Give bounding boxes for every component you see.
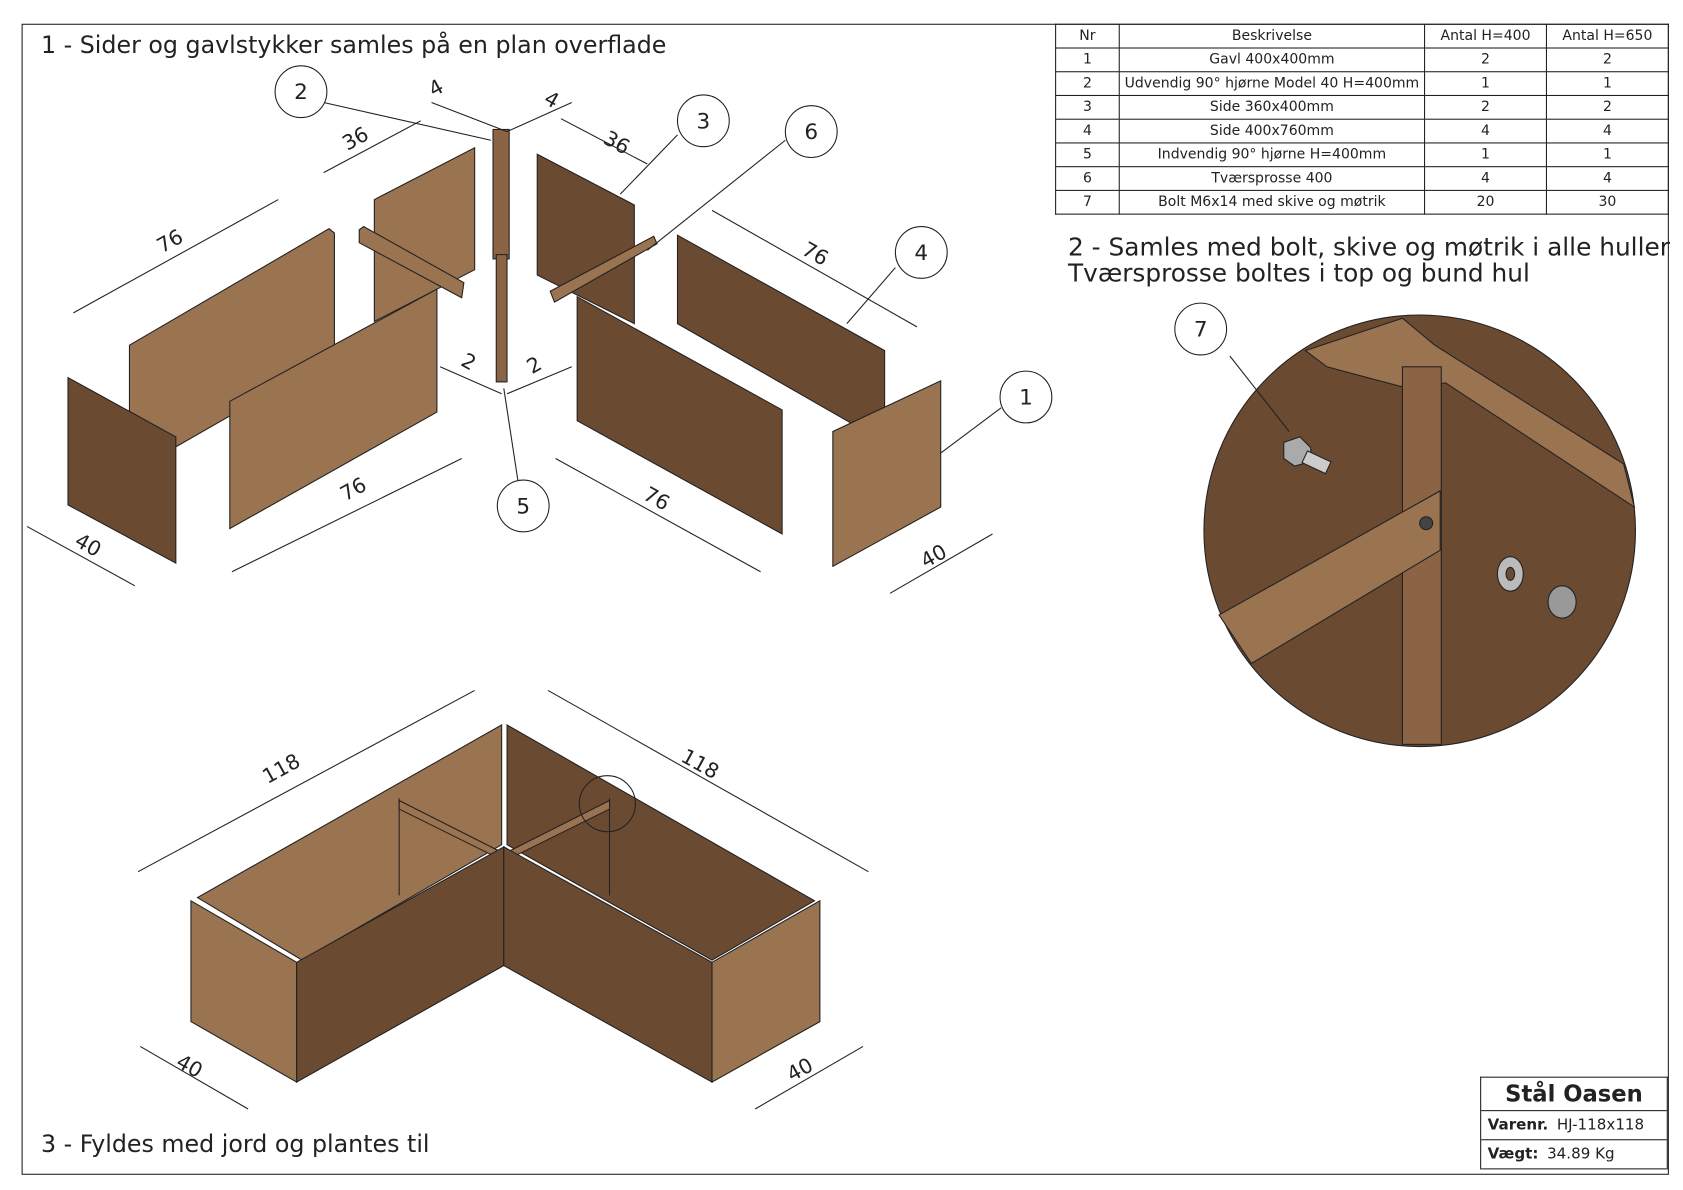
- gable-right: [832, 379, 942, 568]
- front-long-panel-right: [576, 295, 783, 535]
- cell: 1: [1424, 142, 1547, 168]
- company-name: Stål Oasen: [1481, 1078, 1667, 1112]
- cell: Udvendig 90° hjørne Model 40 H=400mm: [1118, 71, 1426, 97]
- balloon-5: 5: [516, 495, 530, 520]
- vaegt-value: 34.89 Kg: [1547, 1145, 1615, 1163]
- cell: 2: [1545, 94, 1669, 120]
- varenr-label: Varenr.: [1487, 1116, 1549, 1134]
- cell: 1: [1545, 142, 1669, 168]
- dim-4: 4: [424, 74, 447, 101]
- gable-left: [67, 376, 177, 565]
- inner-back-left: [196, 724, 503, 961]
- cell: Tværsprosse 400: [1118, 166, 1426, 191]
- step-2-heading: 2 - Samles med bolt, skive og møtrik i a…: [1068, 234, 1670, 263]
- dim-76: 76: [336, 472, 370, 506]
- bill-of-materials-table: Nr Beskrivelse Antal H=400 Antal H=650 1…: [1055, 23, 1669, 215]
- balloon-4: 4: [914, 241, 928, 266]
- dim-40: 40: [71, 528, 105, 562]
- cell: 2: [1545, 47, 1669, 73]
- balloon-7: 7: [1194, 318, 1208, 343]
- inner-corner-post: [495, 254, 508, 383]
- step-1-heading: 1 - Sider og gavlstykker samles på en pl…: [40, 32, 667, 60]
- dim-76: 76: [639, 482, 673, 516]
- header-nr: Nr: [1055, 23, 1120, 49]
- crossbar-left: [358, 225, 465, 299]
- cell: 4: [1424, 166, 1547, 191]
- title-block: Stål Oasen Varenr. HJ-118x118 Vægt: 34.89 …: [1480, 1076, 1668, 1170]
- cell: 2: [1424, 94, 1547, 120]
- dim-40: 40: [172, 1049, 206, 1083]
- drawing-frame: [21, 23, 1669, 1175]
- balloon-3: 3: [697, 109, 711, 134]
- cell: 4: [1424, 118, 1547, 144]
- cell: 1: [1055, 47, 1120, 73]
- cell: 2: [1424, 47, 1547, 73]
- header-antal-650: Antal H=650: [1545, 23, 1669, 49]
- vaegt-label: Vægt:: [1487, 1145, 1539, 1163]
- dim-118: 118: [677, 744, 723, 784]
- header-antal-400: Antal H=400: [1424, 23, 1547, 49]
- balloon-6: 6: [804, 120, 818, 145]
- detail-view: [1203, 314, 1637, 748]
- table-header-row: Nr Beskrivelse Antal H=400 Antal H=650: [1055, 23, 1669, 49]
- step-3-heading: 3 - Fyldes med jord og plantes til: [40, 1131, 430, 1159]
- end-face-right: [711, 899, 821, 1083]
- cell: Indvendig 90° hjørne H=400mm: [1118, 142, 1426, 168]
- cell: Gavl 400x400mm: [1118, 47, 1426, 73]
- cell: 4: [1545, 166, 1669, 191]
- cell: 30: [1545, 189, 1669, 215]
- vaegt-row: Vægt: 34.89 Kg: [1481, 1140, 1667, 1170]
- cell: 4: [1055, 118, 1120, 144]
- detail-marker: [578, 775, 636, 833]
- dim-40: 40: [783, 1053, 817, 1087]
- cell: 5: [1055, 142, 1120, 168]
- varenr-row: Varenr. HJ-118x118: [1481, 1111, 1667, 1141]
- cell: 3: [1055, 94, 1120, 120]
- cell: 7: [1055, 189, 1120, 215]
- cell: Bolt M6x14 med skive og møtrik: [1118, 189, 1426, 215]
- dim-2: 2: [457, 348, 480, 375]
- step-2-subheading: Tværsprosse boltes i top og bund hul: [1068, 259, 1530, 289]
- dim-2: 2: [523, 351, 546, 378]
- outer-corner-post: [492, 128, 510, 260]
- header-beskrivelse: Beskrivelse: [1118, 23, 1426, 49]
- varenr-value: HJ-118x118: [1556, 1116, 1645, 1134]
- assembled-view: [137, 689, 869, 1110]
- crossbar-right: [549, 235, 658, 303]
- dim-40: 40: [916, 539, 950, 573]
- cell: 1: [1545, 71, 1669, 97]
- cell: 4: [1545, 118, 1669, 144]
- exploded-view: [26, 101, 1002, 594]
- dim-36: 36: [338, 122, 372, 156]
- balloon-2: 2: [294, 80, 308, 105]
- cell: 6: [1055, 166, 1120, 191]
- cell: Side 360x400mm: [1118, 94, 1426, 120]
- dim-76: 76: [798, 237, 832, 271]
- front-long-panel-left: [229, 288, 438, 530]
- dim-4: 4: [540, 86, 563, 113]
- inner-back-right: [506, 724, 816, 961]
- balloon-1: 1: [1019, 386, 1033, 411]
- cell: 2: [1055, 71, 1120, 97]
- cell: 1: [1424, 71, 1547, 97]
- dim-118: 118: [258, 749, 304, 789]
- cell: Side 400x760mm: [1118, 118, 1426, 144]
- short-side-right: [536, 153, 635, 325]
- cell: 20: [1424, 189, 1547, 215]
